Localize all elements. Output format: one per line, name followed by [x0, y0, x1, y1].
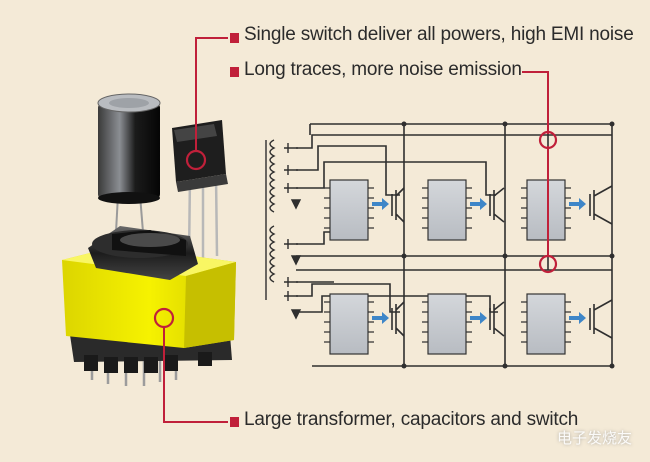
- schematic-windings: [265, 139, 302, 320]
- driver-chip: [526, 179, 566, 241]
- electrolytic-capacitor: [97, 93, 161, 233]
- schematic-bus-lines: [296, 123, 613, 367]
- igbt-switches: [391, 185, 613, 339]
- callout-lines: [163, 37, 549, 423]
- annotation-long-traces: Long traces, more noise emission: [244, 59, 522, 80]
- driver-chip-array: [329, 179, 566, 355]
- callout-bullets: [230, 33, 239, 427]
- transformer: [62, 226, 236, 386]
- junction-dots: [401, 121, 615, 369]
- driver-chip: [329, 293, 369, 355]
- chip-pins: [324, 187, 571, 343]
- driver-chip: [329, 179, 369, 241]
- annotation-large-transformer: Large transformer, capacitors and switch: [244, 409, 579, 430]
- driver-chip: [526, 293, 566, 355]
- watermark-logo: 电子发烧友: [556, 429, 632, 447]
- drive-arrows: [372, 198, 586, 324]
- annotation-single-switch: Single switch deliver all powers, high E…: [244, 24, 634, 45]
- driver-chip: [427, 179, 467, 241]
- driver-chip: [427, 293, 467, 355]
- callout-circles: [153, 130, 558, 329]
